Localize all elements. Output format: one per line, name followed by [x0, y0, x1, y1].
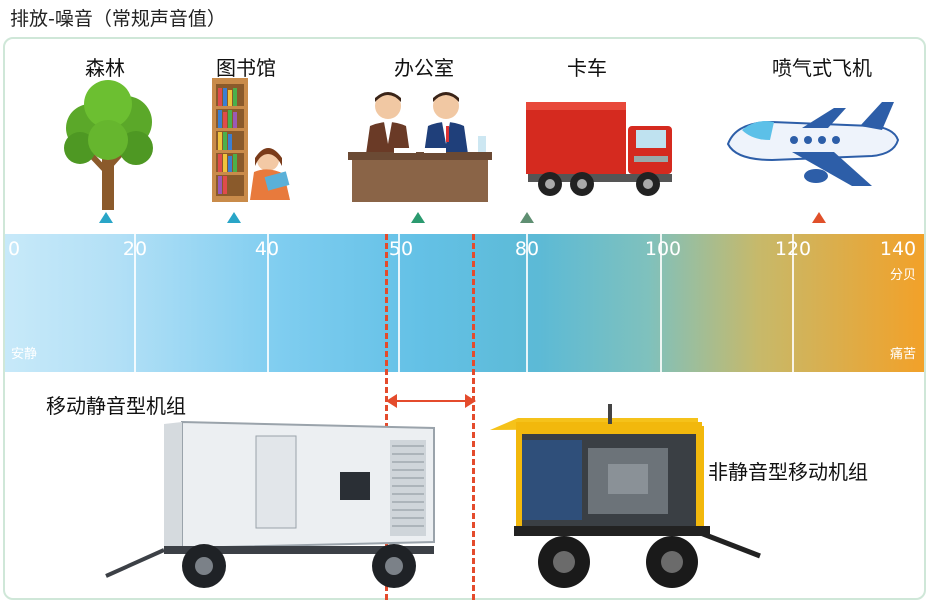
category-label-forest: 森林 [85, 56, 125, 80]
tick-line [398, 234, 400, 372]
tick-line [660, 234, 662, 372]
tick-label: 50 [388, 238, 414, 260]
tick-label: 20 [122, 238, 148, 260]
tick-label: 80 [514, 238, 540, 260]
tick-line [526, 234, 528, 372]
library-icon [212, 78, 290, 202]
marker-office [411, 212, 425, 223]
marker-forest [99, 212, 113, 223]
open-generator-label: 非静音型移动机组 [708, 460, 868, 484]
category-label-jet: 喷气式飞机 [772, 56, 872, 80]
page-title: 排放-噪音（常规声音值） [10, 8, 226, 30]
arrow-right-icon [465, 394, 476, 408]
unit-label: 分贝 [889, 268, 916, 283]
tree-icon [64, 80, 153, 210]
open-generator-icon [490, 404, 761, 588]
tick-line [267, 234, 269, 372]
tick-line [792, 234, 794, 372]
marker-library [227, 212, 241, 223]
range-arrow [390, 400, 472, 402]
range-dash-left [385, 234, 388, 600]
tick-label: 0 [7, 238, 21, 260]
marker-jet [812, 212, 826, 223]
truck-icon [526, 102, 672, 196]
tick-label: 100 [644, 238, 682, 260]
tick-label: 140 [879, 238, 917, 260]
arrow-left-icon [386, 394, 397, 408]
silent-generator-label: 移动静音型机组 [46, 394, 186, 418]
marker-truck [520, 212, 534, 223]
tick-label: 120 [774, 238, 812, 260]
tick-label: 40 [254, 238, 280, 260]
range-dash-right [472, 234, 475, 600]
airplane-icon [726, 102, 900, 186]
office-icon [348, 92, 492, 202]
silent-generator-icon [105, 420, 435, 588]
category-label-office: 办公室 [394, 56, 454, 80]
decibel-scale: 0 20 40 50 80 100 120 140 分贝 安静 痛苦 [5, 234, 924, 372]
pain-label: 痛苦 [889, 347, 916, 362]
quiet-label: 安静 [11, 347, 38, 362]
category-label-truck: 卡车 [567, 56, 607, 80]
category-label-library: 图书馆 [216, 56, 276, 80]
tick-line [134, 234, 136, 372]
